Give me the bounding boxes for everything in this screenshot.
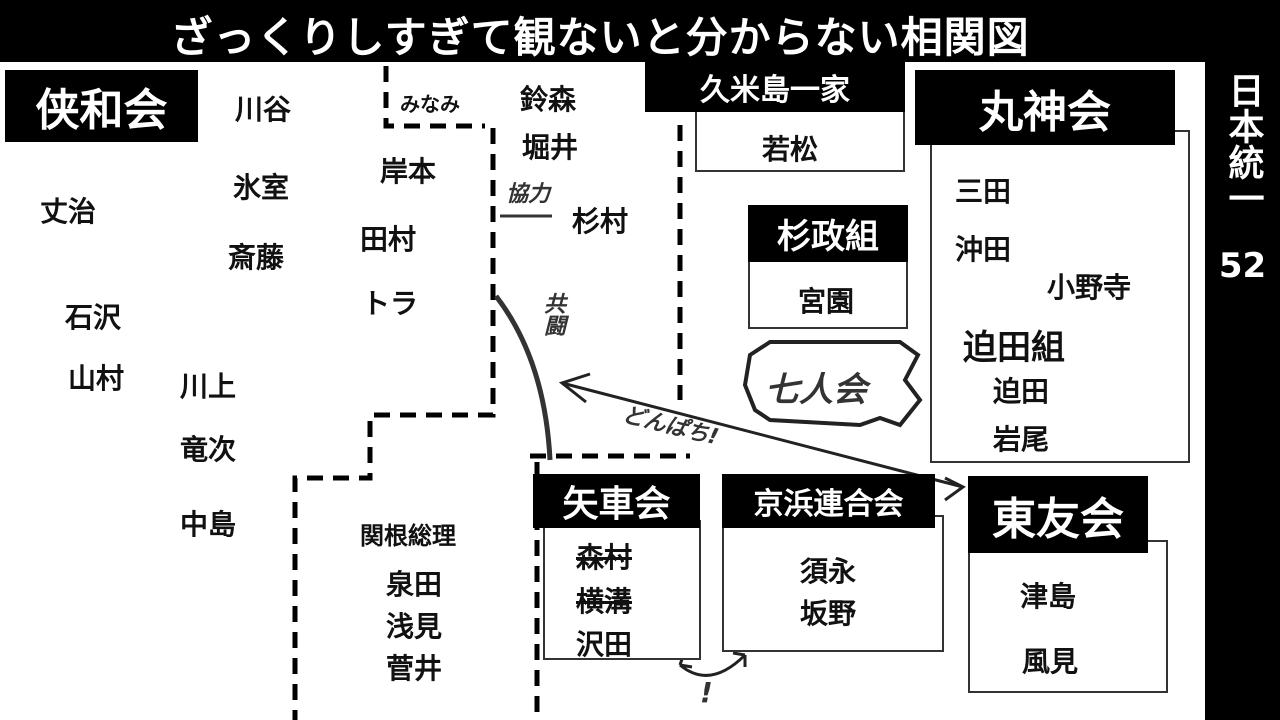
member-name: 三田 [955,175,1012,208]
joint-fight-note: 共闘 [540,292,565,336]
member-name: 田村 [360,223,417,256]
shichinin-burst [742,340,923,428]
member-name: 宮園 [798,285,855,318]
member-name: 沖田 [955,233,1012,266]
member-name: トラ [362,287,419,320]
boundary-line [292,128,496,720]
member-name: 丈治 [40,195,97,228]
member-name: 川谷 [235,93,292,126]
member-name: 小野寺 [1047,271,1132,304]
member-name: 石沢 [65,301,122,334]
member-name: 沢田 [576,628,633,661]
episode-number: 52 [1218,246,1267,286]
member-name: 杉村 [572,205,629,238]
member-name: 川上 [180,370,237,403]
kumejima-box [695,108,905,172]
fight-arrow [558,372,966,502]
sugimasa-label: 杉政組 [748,205,908,262]
kyowakai-label: 侠和会 [5,70,198,142]
page-title: ざっくりしすぎて観ないと分からない相関図 [170,13,1030,62]
member-name: 斎藤 [228,241,285,274]
boundary-line [383,66,485,129]
member-name: 岩尾 [993,423,1050,456]
clash-note: ! [700,676,713,709]
member-name: 若松 [762,133,819,166]
member-name: 迫田 [993,375,1050,408]
side-label: 日本統一 [1222,72,1264,216]
member-name: 鈴森 [520,83,577,116]
member-name: 岸本 [380,155,437,188]
member-name: 津島 [1020,580,1077,613]
marugami-box [930,130,1190,463]
member-name: みなみ [400,92,460,116]
member-name: 風見 [1022,645,1079,678]
keihin-label: 京浜連合会 [722,474,935,528]
kumejima-label: 久米島一家 [645,62,905,112]
sakoda-label: 迫田組 [963,328,1065,368]
member-name: 中島 [180,508,237,541]
member-name: 泉田 [386,568,443,601]
member-name-crossed: 森村 [576,541,633,574]
yaguruma-label: 矢車会 [533,474,700,528]
member-name: 山村 [68,362,125,395]
title-bar [0,0,1280,62]
member-name: 氷室 [233,171,290,204]
member-name: 竜次 [180,433,237,466]
toyu-box [968,540,1168,693]
member-name: 関根総理 [360,522,456,550]
toyu-label: 東友会 [968,476,1148,553]
joint-fight-curve [494,294,553,461]
member-name: 坂野 [800,597,857,630]
member-name: 浅見 [386,610,443,643]
cooperation-note: 協力 [506,182,551,207]
shichinin-label: 七人会 [765,370,867,410]
side-panel: 日本統一 52 [1205,0,1280,720]
member-name-crossed: 横溝 [576,585,633,618]
member-name: 須永 [800,555,857,588]
marugami-label: 丸神会 [915,70,1175,145]
member-name: 堀井 [522,131,579,164]
member-name: 菅井 [386,652,443,685]
keihin-box [722,515,944,652]
